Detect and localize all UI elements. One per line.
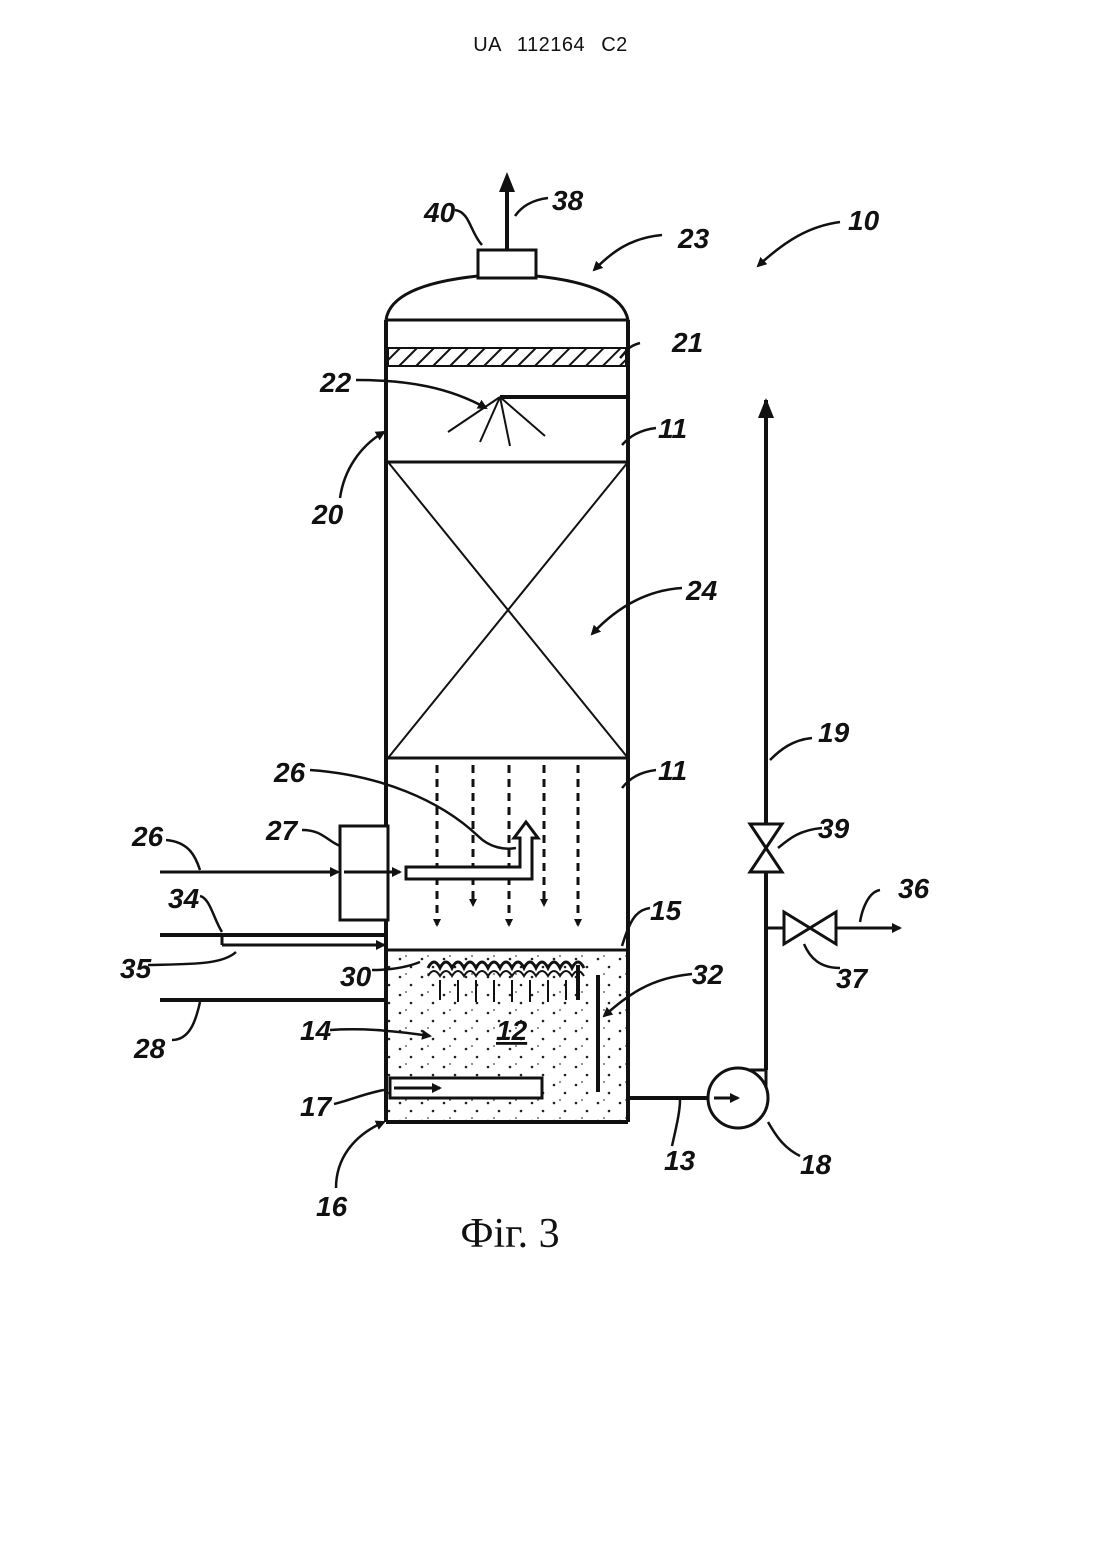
label-32: 32 — [692, 959, 724, 990]
label-28: 28 — [133, 1033, 166, 1064]
packing-section — [388, 462, 628, 758]
label-17: 17 — [300, 1091, 333, 1122]
falling-liquid-arrows — [437, 765, 578, 925]
label-26-left: 26 — [131, 821, 164, 852]
label-13: 13 — [664, 1145, 696, 1176]
label-22: 22 — [319, 367, 352, 398]
label-37: 37 — [836, 963, 869, 994]
label-40: 40 — [423, 197, 456, 228]
label-12: 12 — [496, 1015, 528, 1046]
valve-37 — [784, 912, 836, 944]
dome-top — [386, 276, 628, 320]
label-38: 38 — [552, 185, 584, 216]
spray-nozzle — [448, 397, 630, 446]
demister-layer — [388, 348, 626, 366]
figure-caption: Фіг. 3 — [0, 1210, 1020, 1258]
label-11-bottom: 11 — [658, 755, 687, 786]
label-11-top: 11 — [658, 413, 687, 444]
label-39: 39 — [818, 813, 850, 844]
label-23: 23 — [677, 223, 710, 254]
outlet-box — [478, 250, 536, 278]
label-20: 20 — [311, 499, 344, 530]
label-14: 14 — [300, 1015, 332, 1046]
label-36: 36 — [898, 873, 930, 904]
label-10: 10 — [848, 205, 880, 236]
label-19: 19 — [818, 717, 850, 748]
label-21: 21 — [671, 327, 703, 358]
label-30: 30 — [340, 961, 372, 992]
valve-39 — [750, 824, 782, 872]
label-34: 34 — [168, 883, 200, 914]
label-18: 18 — [800, 1149, 832, 1180]
label-26-inner: 26 — [273, 757, 306, 788]
pump — [708, 1068, 768, 1128]
recirculation-arrow — [758, 398, 774, 418]
vent-arrow — [499, 172, 515, 192]
label-15: 15 — [650, 895, 682, 926]
label-24: 24 — [685, 575, 718, 606]
label-27: 27 — [265, 815, 299, 846]
label-35: 35 — [120, 953, 152, 984]
